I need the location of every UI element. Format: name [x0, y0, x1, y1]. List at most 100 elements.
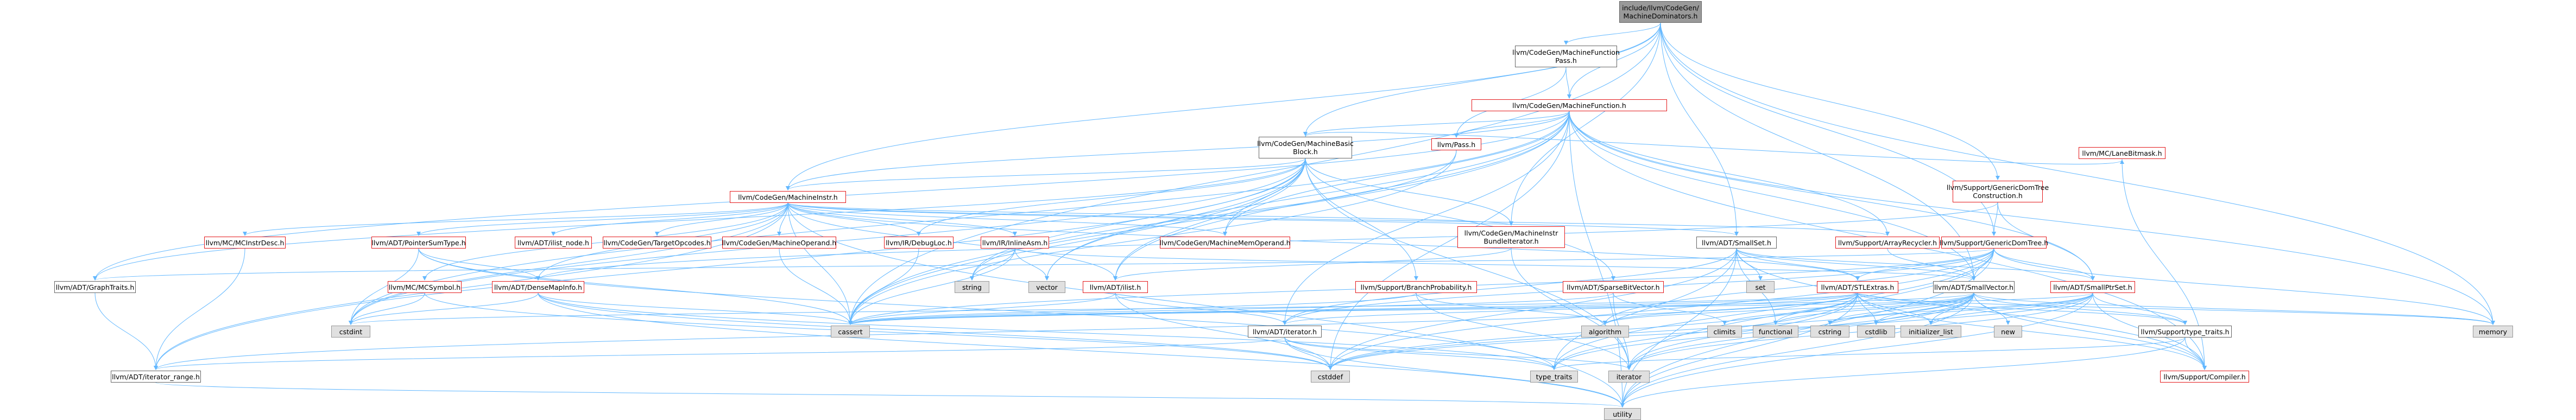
node-mfpass[interactable]: llvm/CodeGen/MachineFunction Pass.h [1512, 46, 1620, 67]
node-mop[interactable]: llvm/CodeGen/MachineOperand.h [722, 237, 836, 249]
edge-stlextras-to-memory [1857, 292, 2495, 325]
node-gdtc[interactable]: llvm/Support/GenericDomTree Construction… [1947, 181, 2049, 202]
edge-mf-to-smallptrset [1569, 111, 2095, 281]
edge-mcinstrdesc-to-iterrange [154, 248, 245, 370]
edge-mi-to-mibundle [787, 202, 1513, 226]
edge-gdt-to-graphtraits [93, 248, 1994, 281]
edge-smallvector-to-climits [1722, 292, 1974, 325]
node-lanebit[interactable]: llvm/MC/LaneBitmask.h [2079, 147, 2165, 159]
edge-smallptrset-to-typetraits [2092, 292, 2187, 325]
edge-smallptrset-to-cstdlib [1874, 292, 2093, 325]
edge-gdt-to-iter [1627, 248, 1994, 370]
node-densemapinfo[interactable]: llvm/ADT/DenseMapInfo.h [492, 281, 584, 293]
node-mcsymbol[interactable]: llvm/MC/MCSymbol.h [388, 281, 462, 293]
node-pass[interactable]: llvm/Pass.h [1431, 138, 1481, 150]
node-iterrange[interactable]: llvm/ADT/iterator_range.h [111, 371, 201, 383]
edge-mbb-to-mibundle [1305, 158, 1513, 226]
node-smallvector[interactable]: llvm/ADT/SmallVector.h [1933, 281, 2015, 293]
edge-iterator-to-cstddef [1284, 337, 1333, 370]
node-debugloc[interactable]: llvm/IR/DebugLoc.h [884, 237, 954, 249]
edge-typetraits-to-compiler [2184, 337, 2207, 370]
edge-iterator-to-iter [1284, 337, 1631, 370]
node-root[interactable]: include/llvm/CodeGen/ MachineDominators.… [1619, 1, 1702, 23]
edge-branchprob-to-cassert [848, 292, 1417, 325]
edge-smallptrset-to-cstring [1828, 292, 2093, 325]
edge-mf-to-mmo [1223, 111, 1570, 236]
edge-mi-to-inlineasm [787, 202, 1017, 236]
node-arrayrec[interactable]: llvm/Support/ArrayRecycler.h [1835, 237, 1940, 249]
edge-sparsebit-to-cassert [848, 292, 1614, 325]
node-compiler[interactable]: llvm/Support/Compiler.h [2160, 371, 2249, 383]
edge-stlextras-to-utility [1620, 292, 1858, 408]
node-sparsebit[interactable]: llvm/ADT/SparseBitVector.h [1563, 281, 1664, 293]
node-typetraits[interactable]: llvm/Support/type_traits.h [2138, 326, 2232, 338]
node-mi[interactable]: llvm/CodeGen/MachineInstr.h [730, 191, 846, 203]
edge-densemapinfo-to-cstddef [538, 292, 1333, 370]
node-branchprob[interactable]: llvm/Support/BranchProbability.h [1355, 281, 1477, 293]
edge-mbb-to-string [970, 158, 1306, 281]
edge-mbb-to-vector [1045, 158, 1306, 281]
edge-smallset-to-compiler [1736, 248, 2207, 370]
node-mmo[interactable]: llvm/CodeGen/MachineMemOperand.h [1159, 237, 1291, 249]
edge-densemapinfo-to-cstdint [349, 292, 539, 325]
edge-lanebit-to-compiler [2122, 158, 2207, 370]
edge-mi-to-targetop [655, 202, 788, 236]
node-stlextras[interactable]: llvm/ADT/STLExtras.h [1817, 281, 1898, 293]
edge-smallset-to-smallvector [1736, 248, 1976, 281]
edge-smallset-to-iterator [1283, 248, 1737, 325]
node-mf[interactable]: llvm/CodeGen/MachineFunction.h [1472, 99, 1667, 111]
node-targetop[interactable]: llvm/CodeGen/TargetOpcodes.h [603, 237, 711, 249]
edge-mf-to-cassert [848, 111, 1570, 325]
node-mcinstrdesc[interactable]: llvm/MC/MCInstrDesc.h [204, 237, 286, 249]
node-inlineasm[interactable]: llvm/IR/InlineAsm.h [981, 237, 1049, 249]
node-ptrsum[interactable]: llvm/ADT/PointerSumType.h [371, 237, 466, 249]
edge-mi-to-arrayrec [787, 202, 1890, 236]
edge-mf-to-arrayrec [1569, 111, 1890, 236]
edge-mi-to-debugloc [787, 202, 921, 236]
edge-arrayrec-to-smallvector [1887, 248, 1976, 281]
edge-mi-to-smallset [787, 202, 1739, 236]
edge-pass-to-cassert [848, 150, 1457, 325]
node-cstddef: cstddef [1311, 371, 1350, 383]
edge-stlextras-to-typetraits [1857, 292, 2187, 325]
node-type_traits: type_traits [1530, 371, 1578, 383]
node-ilistnode[interactable]: llvm/ADT/ilist_node.h [515, 237, 592, 249]
edge-inlineasm-to-vector [1014, 248, 1049, 281]
node-string: string [955, 281, 989, 293]
edge-iterator-to-utility [1284, 337, 1625, 408]
node-mbb[interactable]: llvm/CodeGen/MachineBasic Block.h [1257, 137, 1354, 158]
node-functional: functional [1753, 326, 1798, 338]
edge-mi-to-mcinstrdesc [243, 202, 788, 236]
node-graphtraits[interactable]: llvm/ADT/GraphTraits.h [54, 281, 136, 293]
edge-root-to-mibundle [1509, 22, 1661, 226]
edge-gdt-to-smallptrset [1993, 248, 2095, 281]
edge-gdt-to-memory [1993, 248, 2495, 325]
edge-root-to-gdt [1660, 22, 1996, 236]
node-cstdint: cstdint [331, 326, 370, 338]
node-smallptrset[interactable]: llvm/ADT/SmallPtrSet.h [2050, 281, 2135, 293]
edge-root-to-smallvector [1660, 22, 1976, 281]
edge-ilist-to-iterator [1115, 292, 1287, 325]
node-gdt[interactable]: llvm/Support/GenericDomTree.h [1940, 237, 2048, 249]
edge-gdt-to-type_traits [1552, 248, 1994, 370]
edge-ilist-to-cstddef [1115, 292, 1333, 370]
node-iterator[interactable]: llvm/ADT/iterator.h [1248, 326, 1322, 338]
edge-ptrsum-to-cstdint [349, 248, 419, 325]
edge-smallvector-to-functional [1773, 292, 1974, 325]
edge-root-to-gdtc [1660, 22, 2000, 180]
edge-mf-to-smallvector [1569, 111, 1976, 281]
edge-inlineasm-to-cassert [848, 248, 1015, 325]
edge-mi-to-mmo [787, 202, 1227, 236]
node-climits: climits [1707, 326, 1742, 338]
edge-mf-to-mi [786, 111, 1570, 190]
edge-gdt-to-algorithm [1603, 248, 1994, 325]
edge-smallptrset-to-initlist [1929, 292, 2093, 325]
node-mibundle[interactable]: llvm/CodeGen/MachineInstr BundleIterator… [1457, 226, 1565, 248]
node-ilist[interactable]: llvm/ADT/ilist.h [1083, 281, 1148, 293]
edge-mf-to-cstddef [1328, 111, 1570, 370]
edge-densemapinfo-to-utility [538, 292, 1625, 408]
node-smallset[interactable]: llvm/ADT/SmallSet.h [1696, 237, 1777, 249]
edge-smallvector-to-algorithm [1603, 292, 1974, 325]
